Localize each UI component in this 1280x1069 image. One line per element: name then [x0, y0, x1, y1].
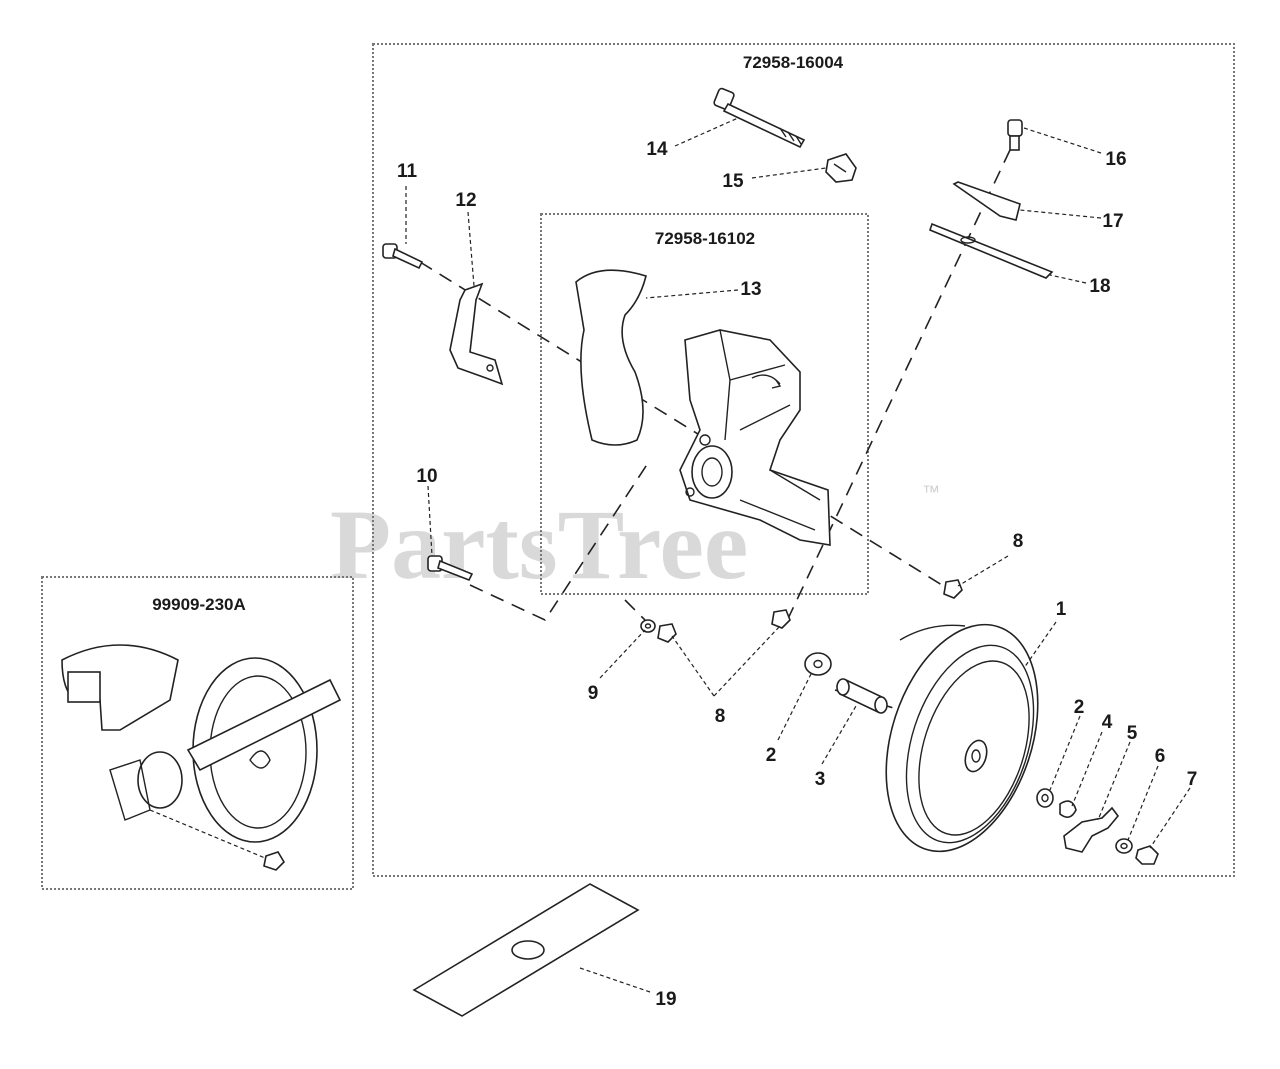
part-2-washer-right[interactable]	[1036, 788, 1054, 808]
part-4-lock-washer[interactable]	[1059, 800, 1077, 818]
part-16-screw[interactable]	[1007, 119, 1023, 151]
callout-16[interactable]: 16	[1105, 149, 1126, 170]
part-14-bolt[interactable]	[713, 87, 806, 149]
part-6-washer[interactable]	[1115, 838, 1133, 854]
part-5-wing-nut[interactable]	[1063, 806, 1120, 853]
part-8-nut-right[interactable]	[943, 579, 963, 599]
part-13-flap[interactable]	[575, 269, 647, 446]
part-10-bolt[interactable]	[427, 555, 474, 582]
callout-11[interactable]: 11	[397, 161, 418, 182]
assembly-axis-nut-9	[624, 599, 646, 621]
kit-label-inset[interactable]: 99909-230A	[152, 595, 246, 614]
part-3-spacer[interactable]	[836, 678, 888, 714]
watermark-text: PartsTree	[330, 489, 748, 600]
part-18-blade[interactable]	[929, 222, 1054, 279]
callout-1[interactable]: 1	[1056, 599, 1067, 620]
callout-10[interactable]: 10	[416, 466, 437, 487]
callout-18[interactable]: 18	[1089, 276, 1110, 297]
kit-box-main	[372, 43, 1235, 877]
callout-12[interactable]: 12	[455, 190, 476, 211]
callout-9[interactable]: 9	[588, 683, 599, 704]
part-17-plate[interactable]	[952, 181, 1021, 221]
watermark-trademark: ™	[922, 482, 940, 502]
leader-lines	[405, 117, 1191, 993]
part-1-wheel[interactable]	[859, 605, 1064, 871]
callout-5[interactable]: 5	[1127, 723, 1138, 744]
callout-13[interactable]: 13	[740, 279, 761, 300]
callouts: 1 2 2 3 4 5 6 7 8 8 9 10 11 12 13 14 15 …	[397, 139, 1197, 1010]
assembly-axis-blade	[784, 149, 1011, 626]
part-9-washer[interactable]	[640, 619, 656, 633]
callout-15[interactable]: 15	[722, 171, 744, 192]
callout-2-left[interactable]: 2	[766, 745, 777, 766]
callout-14[interactable]: 14	[646, 139, 668, 160]
kit-box-shield	[540, 213, 869, 595]
part-12-bracket[interactable]	[449, 282, 504, 386]
callout-3[interactable]: 3	[815, 769, 826, 790]
part-8-nut-left[interactable]	[657, 623, 677, 643]
kit-box-inset	[41, 576, 354, 890]
callout-7[interactable]: 7	[1187, 769, 1198, 790]
callout-8-center[interactable]: 8	[715, 706, 726, 727]
part-11-bolt[interactable]	[382, 243, 424, 270]
part-19-blade[interactable]	[412, 883, 640, 1017]
part-15-clip-nut[interactable]	[825, 153, 857, 183]
callout-17[interactable]: 17	[1102, 211, 1123, 232]
callout-2-right[interactable]: 2	[1074, 697, 1085, 718]
kit-label-shield[interactable]: 72958-16102	[655, 229, 755, 248]
part-8-nut-center[interactable]	[771, 609, 791, 629]
callout-4[interactable]: 4	[1102, 712, 1113, 733]
callout-6[interactable]: 6	[1155, 746, 1166, 767]
callout-19[interactable]: 19	[655, 989, 676, 1010]
callout-8-right[interactable]: 8	[1013, 531, 1024, 552]
guard-housing[interactable]	[679, 329, 831, 546]
assembly-axis-bolt-11	[419, 261, 951, 591]
inset-assembly	[61, 644, 342, 871]
assembly-axis-bolt-10	[469, 459, 651, 622]
part-7-nut[interactable]	[1135, 845, 1159, 865]
kit-label-main[interactable]: 72958-16004	[743, 53, 844, 72]
part-2-washer-left[interactable]	[804, 652, 832, 676]
